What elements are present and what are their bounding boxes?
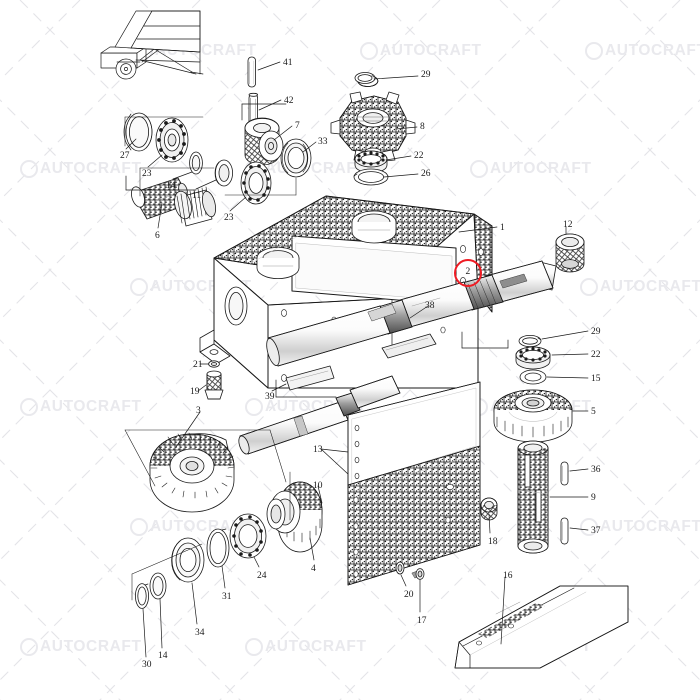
- callout-19[interactable]: 19: [190, 387, 200, 397]
- callout-21[interactable]: 21: [193, 360, 203, 370]
- callout-4[interactable]: 4: [311, 564, 316, 574]
- callout-13[interactable]: 13: [313, 445, 323, 455]
- callout-16[interactable]: 16: [503, 571, 513, 581]
- callout-14-top[interactable]: 14: [166, 181, 176, 191]
- callout-33[interactable]: 33: [318, 137, 328, 147]
- callout-14-bottom[interactable]: 14: [158, 651, 168, 661]
- callout-11[interactable]: 11: [192, 191, 202, 201]
- callout-12[interactable]: 12: [563, 220, 573, 230]
- callout-15[interactable]: 15: [591, 374, 601, 384]
- callout-6[interactable]: 6: [155, 231, 160, 241]
- callout-31[interactable]: 31: [222, 592, 232, 602]
- callout-29-mid[interactable]: 29: [591, 327, 601, 337]
- callout-29-top[interactable]: 29: [421, 70, 431, 80]
- callout-37[interactable]: 37: [591, 526, 601, 536]
- callout-34[interactable]: 34: [195, 628, 205, 638]
- callout-23-left[interactable]: 23: [142, 169, 152, 179]
- callout-3[interactable]: 3: [196, 406, 201, 416]
- callout-9[interactable]: 9: [591, 493, 596, 503]
- callout-5[interactable]: 5: [591, 407, 596, 417]
- callout-23-right[interactable]: 23: [224, 213, 234, 223]
- callout-24[interactable]: 24: [257, 571, 267, 581]
- callout-30[interactable]: 30: [142, 660, 152, 670]
- callout-36[interactable]: 36: [591, 465, 601, 475]
- callout-8[interactable]: 8: [420, 122, 425, 132]
- callout-17[interactable]: 17: [417, 616, 427, 626]
- highlight-ring-part-2[interactable]: [454, 259, 482, 287]
- callout-42[interactable]: 42: [284, 96, 294, 106]
- callout-18[interactable]: 18: [488, 537, 498, 547]
- callout-2-highlighted[interactable]: 2: [465, 267, 471, 277]
- callout-22-top[interactable]: 22: [414, 151, 424, 161]
- callout-1[interactable]: 1: [500, 223, 505, 233]
- callout-7[interactable]: 7: [295, 121, 300, 131]
- callout-22-mid[interactable]: 22: [591, 350, 601, 360]
- callout-39[interactable]: 39: [265, 392, 275, 402]
- callout-27[interactable]: 27: [120, 151, 130, 161]
- callout-26[interactable]: 26: [421, 169, 431, 179]
- callout-38[interactable]: 38: [425, 301, 435, 311]
- callout-41[interactable]: 41: [283, 58, 293, 68]
- callout-20[interactable]: 20: [404, 590, 414, 600]
- callout-10[interactable]: 10: [313, 481, 323, 491]
